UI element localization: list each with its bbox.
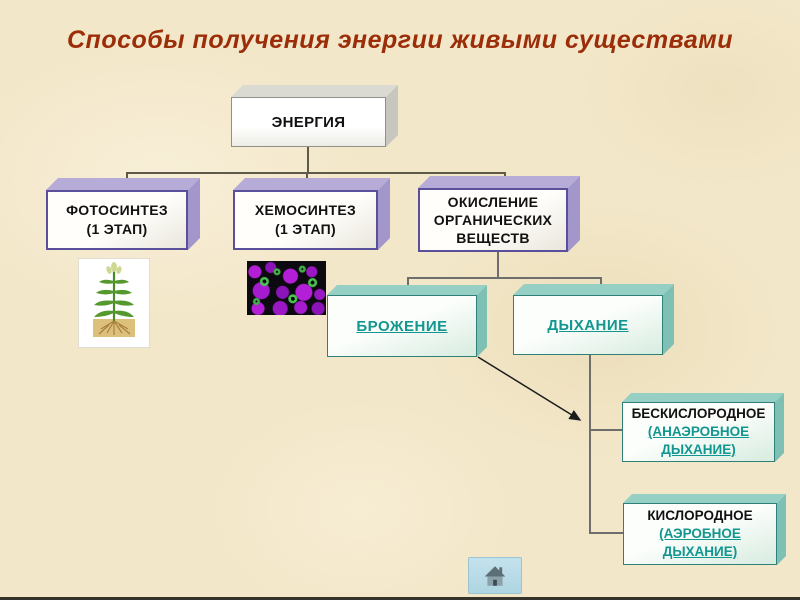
box-side-face bbox=[477, 285, 487, 357]
node-photosynthesis-line2: (1 ЭТАП) bbox=[86, 221, 148, 237]
node-oxidation-line2: ОРГАНИЧЕСКИХ bbox=[433, 212, 553, 228]
node-energy-face: ЭНЕРГИЯ bbox=[231, 97, 386, 147]
box-top-face bbox=[418, 176, 580, 188]
aerobic-link-line1[interactable]: (АЭРОБНОЕ bbox=[659, 526, 741, 541]
node-oxidation-line3: ВЕЩЕСТВ bbox=[456, 230, 530, 246]
box-side-face bbox=[663, 284, 674, 355]
node-anaerobic: БЕСКИСЛОРОДНОЕ (АНАЭРОБНОЕ ДЫХАНИЕ) bbox=[622, 393, 784, 462]
node-fermentation-face: БРОЖЕНИЕ bbox=[327, 295, 477, 357]
node-chemosynthesis-line1: ХЕМОСИНТЕЗ bbox=[254, 202, 357, 218]
home-icon bbox=[484, 565, 506, 586]
node-oxidation-face: ОКИСЛЕНИЕ ОРГАНИЧЕСКИХ ВЕЩЕСТВ bbox=[418, 188, 568, 252]
node-anaerobic-face: БЕСКИСЛОРОДНОЕ (АНАЭРОБНОЕ ДЫХАНИЕ) bbox=[622, 402, 775, 462]
page-title: Способы получения энергии живыми существ… bbox=[67, 26, 733, 54]
fermentation-link[interactable]: БРОЖЕНИЕ bbox=[356, 317, 448, 335]
anaerobic-link-line1[interactable]: (АНАЭРОБНОЕ bbox=[647, 424, 750, 439]
node-oxidation-line1: ОКИСЛЕНИЕ bbox=[447, 194, 539, 210]
aerobic-link-line2[interactable]: ДЫХАНИЕ) bbox=[662, 544, 738, 559]
box-top-face bbox=[231, 85, 398, 97]
box-top-face bbox=[233, 178, 390, 190]
home-button[interactable] bbox=[468, 557, 522, 594]
node-chemosynthesis: ХЕМОСИНТЕЗ (1 ЭТАП) bbox=[233, 178, 390, 250]
node-energy-label: ЭНЕРГИЯ bbox=[271, 113, 346, 131]
box-top-face bbox=[513, 284, 674, 295]
node-photosynthesis-line1: ФОТОСИНТЕЗ bbox=[66, 202, 168, 218]
box-side-face bbox=[775, 393, 784, 462]
node-respiration: ДЫХАНИЕ bbox=[513, 284, 674, 355]
aerobic-title: КИСЛОРОДНОЕ bbox=[647, 508, 753, 523]
node-oxidation: ОКИСЛЕНИЕ ОРГАНИЧЕСКИХ ВЕЩЕСТВ bbox=[418, 176, 580, 252]
box-top-face bbox=[623, 494, 786, 503]
box-side-face bbox=[568, 176, 580, 252]
box-side-face bbox=[777, 494, 786, 565]
box-top-face bbox=[327, 285, 487, 295]
node-aerobic: КИСЛОРОДНОЕ (АЭРОБНОЕ ДЫХАНИЕ) bbox=[623, 494, 786, 565]
box-side-face bbox=[386, 85, 398, 147]
box-top-face bbox=[46, 178, 200, 190]
box-side-face bbox=[378, 178, 390, 250]
box-side-face bbox=[188, 178, 200, 250]
node-fermentation: БРОЖЕНИЕ bbox=[327, 285, 487, 357]
anaerobic-title: БЕСКИСЛОРОДНОЕ bbox=[631, 406, 766, 421]
node-chemosynthesis-face: ХЕМОСИНТЕЗ (1 ЭТАП) bbox=[233, 190, 378, 250]
respiration-link[interactable]: ДЫХАНИЕ bbox=[547, 316, 629, 334]
node-respiration-face: ДЫХАНИЕ bbox=[513, 295, 663, 355]
plant-image bbox=[78, 258, 150, 348]
node-photosynthesis-face: ФОТОСИНТЕЗ (1 ЭТАП) bbox=[46, 190, 188, 250]
node-chemosynthesis-line2: (1 ЭТАП) bbox=[274, 221, 337, 237]
node-photosynthesis: ФОТОСИНТЕЗ (1 ЭТАП) bbox=[46, 178, 200, 250]
node-energy: ЭНЕРГИЯ bbox=[231, 85, 398, 147]
slide-bottom-edge bbox=[0, 597, 800, 600]
microbes-image bbox=[247, 261, 326, 315]
anaerobic-link-line2[interactable]: ДЫХАНИЕ) bbox=[661, 442, 736, 457]
box-top-face bbox=[622, 393, 784, 402]
node-aerobic-face: КИСЛОРОДНОЕ (АЭРОБНОЕ ДЫХАНИЕ) bbox=[623, 503, 777, 565]
plant-illustration bbox=[93, 262, 135, 337]
